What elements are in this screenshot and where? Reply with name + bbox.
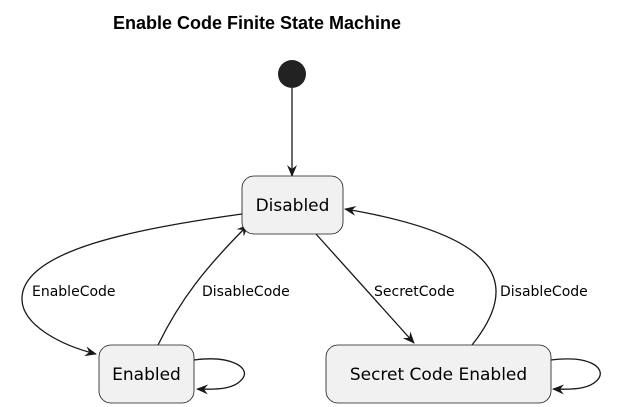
self-loop-secret-edge: [550, 358, 601, 395]
transition-secretcode-label: SecretCode: [374, 284, 455, 300]
state-disabled-box: [241, 175, 344, 235]
transition-enablecode-label: EnableCode: [32, 284, 116, 300]
state-secret-code-enabled: Secret Code Enabled: [325, 344, 552, 404]
transition-disablecode-from-enabled-label: DisableCode: [202, 284, 290, 300]
self-loop-enabled-edge: [193, 358, 246, 395]
transition-enablecode-edge: [21, 213, 243, 357]
state-secret-code-enabled-box: [325, 344, 552, 404]
initial-state-node: [278, 60, 306, 88]
state-enabled: Enabled: [98, 344, 195, 404]
state-secret-code-enabled-label: Secret Code Enabled: [350, 365, 527, 385]
transition-disablecode-from-enabled-edge: [157, 224, 249, 346]
transition-disablecode-from-secret-edge: [344, 205, 497, 346]
state-enabled-label: Enabled: [112, 365, 181, 385]
transition-disablecode-from-secret-label: DisableCode: [500, 284, 588, 300]
transition-secretcode-edge: [315, 233, 415, 344]
state-disabled: Disabled: [241, 175, 344, 235]
diagram-title: Enable Code Finite State Machine: [113, 13, 401, 33]
state-disabled-label: Disabled: [256, 196, 330, 216]
state-enabled-box: [98, 344, 195, 404]
